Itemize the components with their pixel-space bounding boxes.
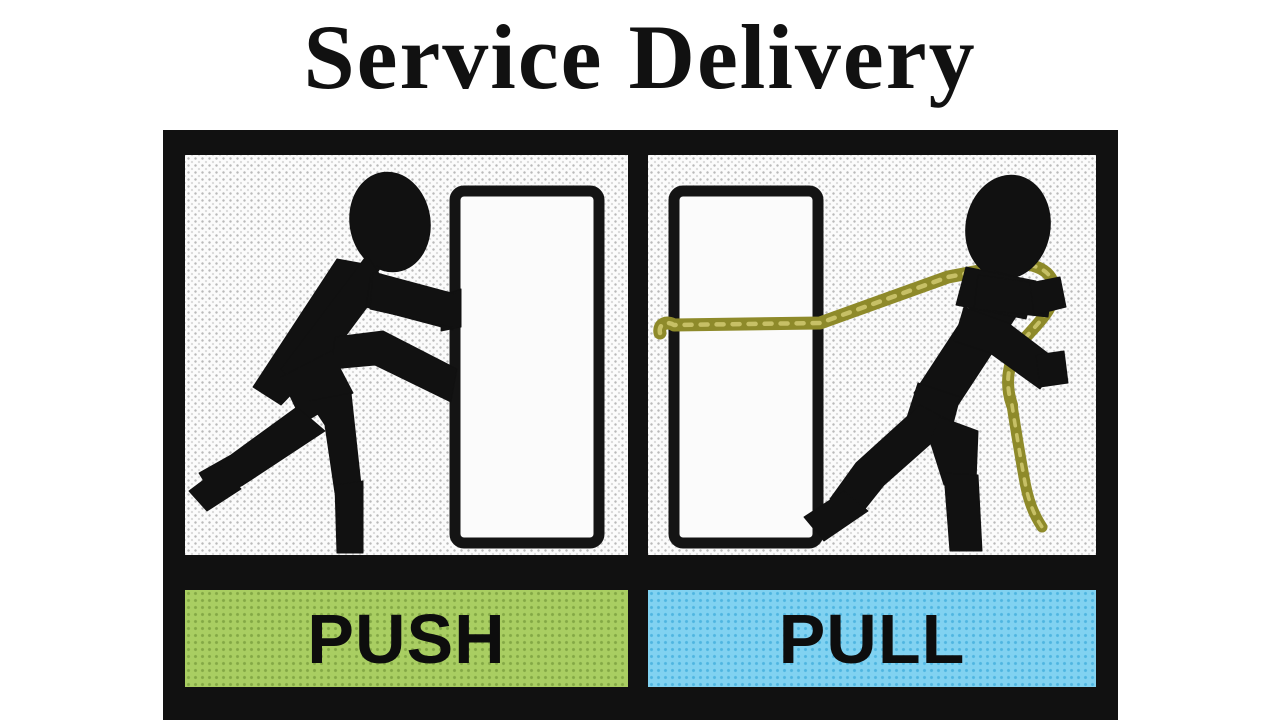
pull-scene-panel [648,155,1096,555]
pull-label-band: PULL [648,590,1096,687]
pull-stick-figure-icon [803,174,1069,552]
push-stick-figure-icon [188,171,462,554]
push-box-icon [449,185,605,549]
push-scene-panel [185,155,628,555]
push-label: PUSH [307,599,506,678]
page-title: Service Delivery [303,6,977,108]
pull-box-icon [668,185,824,549]
push-illustration [188,171,605,554]
push-label-band: PUSH [185,590,628,687]
diagram-frame: PUSH PULL [163,130,1118,720]
pull-label: PULL [778,599,966,678]
pull-illustration [653,174,1069,552]
